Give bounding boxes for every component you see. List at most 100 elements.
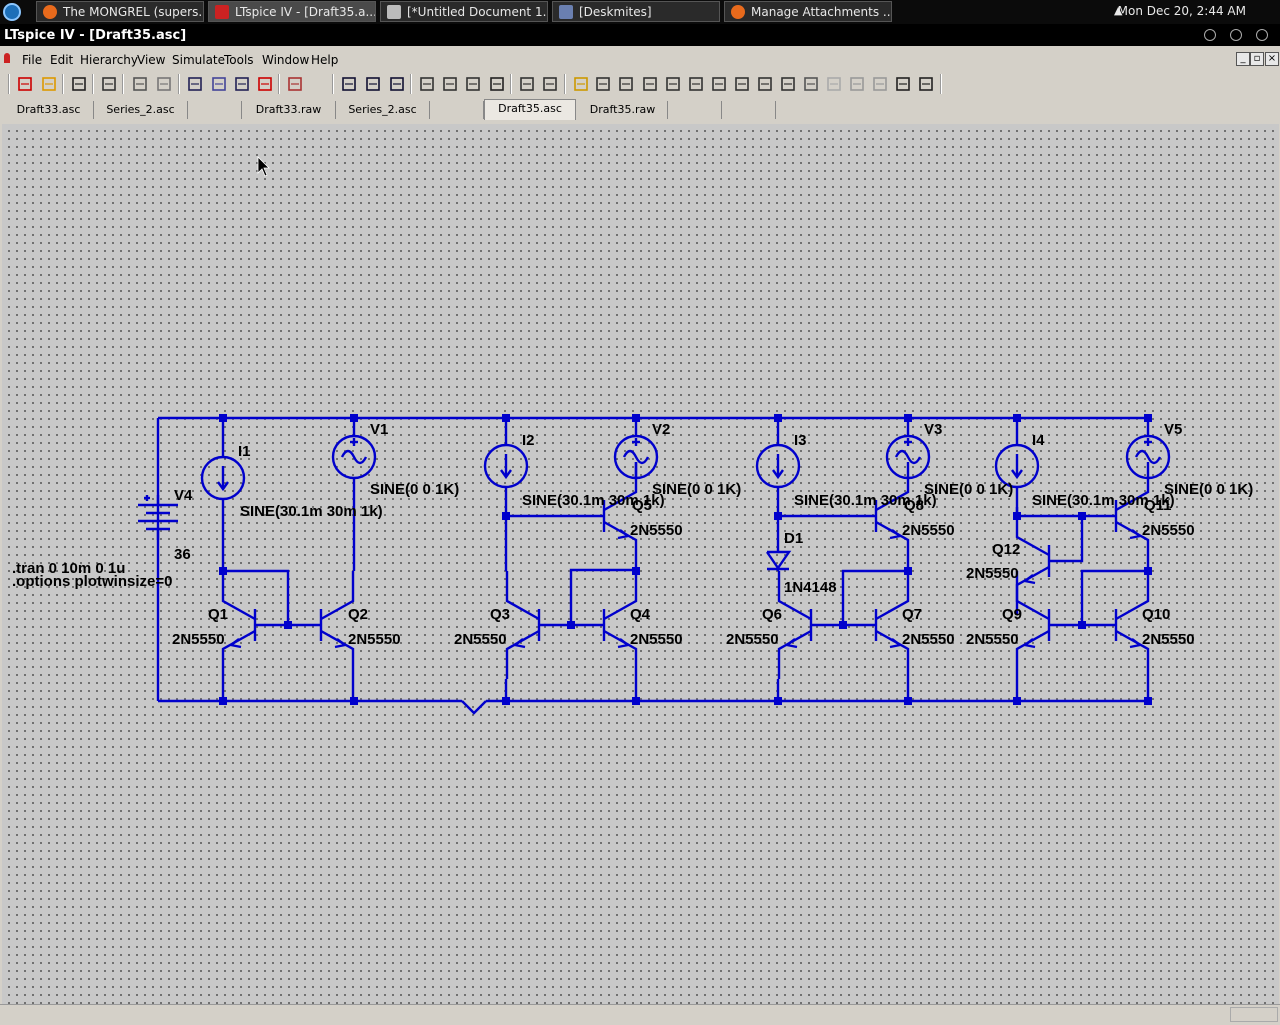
tab-series2-asc-2[interactable]: Series_2.asc: [336, 101, 430, 119]
label-i2-value[interactable]: SINE(30.1m 30m 1k): [522, 492, 665, 509]
transistor-q4[interactable]: [602, 571, 638, 679]
find-icon[interactable]: [488, 75, 506, 93]
label-q11[interactable]: Q11: [1144, 497, 1172, 514]
menu-window[interactable]: Window: [262, 53, 310, 67]
run-icon[interactable]: [131, 75, 149, 93]
label-q12-model[interactable]: 2N5550: [966, 565, 1019, 582]
menu-file[interactable]: File: [22, 53, 43, 67]
label-i1-value[interactable]: SINE(30.1m 30m 1k): [240, 503, 383, 520]
halt-icon[interactable]: [155, 75, 173, 93]
tab-draft35-asc[interactable]: Draft35.asc: [484, 99, 576, 120]
undo-icon[interactable]: [802, 75, 820, 93]
wire[interactable]: [1049, 516, 1084, 563]
minimize-icon[interactable]: [1204, 29, 1216, 41]
resize-grip[interactable]: [1230, 1007, 1278, 1022]
tab-draft33-asc[interactable]: Draft33.asc: [4, 101, 94, 119]
label-q12[interactable]: Q12: [992, 541, 1020, 558]
label-v3-value[interactable]: SINE(0 0 1K): [924, 481, 1013, 498]
mdi-restore-icon[interactable]: ▫: [1250, 52, 1264, 66]
label-q4[interactable]: Q4: [630, 606, 651, 623]
transistor-q12[interactable]: [1015, 507, 1051, 615]
transistor-q5[interactable]: [602, 462, 638, 570]
copy-icon[interactable]: [441, 75, 459, 93]
zoom-cancel-icon[interactable]: [256, 75, 274, 93]
resistor-icon[interactable]: [641, 75, 659, 93]
label-q6[interactable]: Q6: [762, 606, 782, 623]
rotate-icon[interactable]: [848, 75, 866, 93]
label-q11-model[interactable]: 2N5550: [1142, 522, 1195, 539]
voltage-source-v3[interactable]: [885, 434, 931, 480]
label-q3-model[interactable]: 2N5550: [454, 631, 507, 648]
label-d1[interactable]: D1: [784, 530, 803, 547]
label-q2-model[interactable]: 2N5550: [348, 631, 401, 648]
label-net-icon[interactable]: [617, 75, 635, 93]
label-i3[interactable]: I3: [794, 432, 807, 449]
taskbar-item-text-editor[interactable]: [*Untitled Document 1...: [380, 1, 548, 22]
transistor-q6[interactable]: [777, 571, 813, 679]
capacitor-icon[interactable]: [664, 75, 682, 93]
move-icon[interactable]: [756, 75, 774, 93]
transistor-q2[interactable]: [319, 571, 355, 679]
taskbar-item-firefox[interactable]: The MONGREL (supers...: [36, 1, 204, 22]
close-icon[interactable]: [1256, 29, 1268, 41]
label-q9[interactable]: Q9: [1002, 606, 1022, 623]
maximize-icon[interactable]: [1230, 29, 1242, 41]
label-q8[interactable]: Q8: [904, 497, 924, 514]
tab-empty-3[interactable]: [668, 101, 722, 119]
label-q10[interactable]: Q10: [1142, 606, 1170, 623]
tab-draft33-raw[interactable]: Draft33.raw: [242, 101, 336, 119]
tile-vertical-icon[interactable]: [340, 75, 358, 93]
transistor-q7[interactable]: [874, 571, 910, 679]
label-q6-model[interactable]: 2N5550: [726, 631, 779, 648]
diode-icon[interactable]: [710, 75, 728, 93]
current-source-i3[interactable]: [755, 443, 801, 489]
label-q2[interactable]: Q2: [348, 606, 368, 623]
voltage-source-v1[interactable]: [331, 434, 377, 480]
mdi-close-icon[interactable]: ×: [1265, 52, 1279, 66]
label-q7-model[interactable]: 2N5550: [902, 631, 955, 648]
label-i2[interactable]: I2: [522, 432, 535, 449]
label-v4[interactable]: V4: [174, 487, 193, 504]
label-q1[interactable]: Q1: [208, 606, 228, 623]
text-icon[interactable]: [894, 75, 912, 93]
wire[interactable]: [223, 569, 290, 625]
current-source-i1[interactable]: [200, 455, 246, 501]
print-setup-icon[interactable]: [518, 75, 536, 93]
label-q1-model[interactable]: 2N5550: [172, 631, 225, 648]
directive-options[interactable]: .options plotwinsize=0: [12, 573, 172, 590]
menu-tools[interactable]: Tools: [224, 53, 254, 67]
label-v2-value[interactable]: SINE(0 0 1K): [652, 481, 741, 498]
ground-icon[interactable]: [594, 75, 612, 93]
mirror-icon[interactable]: [871, 75, 889, 93]
label-q4-model[interactable]: 2N5550: [630, 631, 683, 648]
menu-help[interactable]: Help: [311, 53, 339, 67]
wire[interactable]: [569, 568, 636, 625]
tab-series2-asc[interactable]: Series_2.asc: [94, 101, 188, 119]
schematic-canvas[interactable]: .tran 0 10m 0 1u .options plotwinsize=0 …: [2, 124, 1279, 1004]
cascade-icon[interactable]: [364, 75, 382, 93]
current-source-i4[interactable]: [994, 443, 1040, 489]
spice-directive-icon[interactable]: [917, 75, 935, 93]
taskbar-item-ltspice[interactable]: LTspice IV - [Draft35.a...: [208, 1, 376, 22]
mdi-minimize-icon[interactable]: _: [1236, 52, 1250, 66]
label-q8-model[interactable]: 2N5550: [902, 522, 955, 539]
label-v2[interactable]: V2: [652, 421, 670, 438]
component-icon[interactable]: [733, 75, 751, 93]
taskbar-item-deskmites[interactable]: [Deskmites]: [552, 1, 720, 22]
autoscale-icon[interactable]: [286, 75, 304, 93]
tile-horizontal-icon[interactable]: [388, 75, 406, 93]
label-v1[interactable]: V1: [370, 421, 388, 438]
battery-v4[interactable]: [138, 495, 178, 540]
transistor-q3[interactable]: [505, 571, 541, 679]
inductor-icon[interactable]: [687, 75, 705, 93]
wire-icon[interactable]: [572, 75, 590, 93]
drag-icon[interactable]: [779, 75, 797, 93]
label-v4-value[interactable]: 36: [174, 546, 191, 563]
menu-edit[interactable]: Edit: [50, 53, 74, 67]
current-source-i2[interactable]: [483, 443, 529, 489]
zoom-in-icon[interactable]: [186, 75, 204, 93]
cut-icon[interactable]: [418, 75, 436, 93]
redo-icon[interactable]: [825, 75, 843, 93]
label-i4-value[interactable]: SINE(30.1m 30m 1k): [1032, 492, 1175, 509]
label-i3-value[interactable]: SINE(30.1m 30m 1k): [794, 492, 937, 509]
